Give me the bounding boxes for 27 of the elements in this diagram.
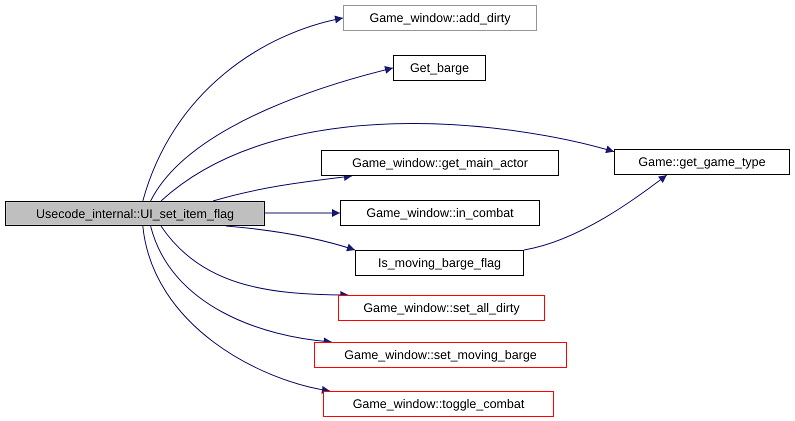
function-name: Is_moving_barge_flag [378, 256, 501, 270]
function-box [321, 150, 559, 176]
function-box [614, 149, 790, 175]
call-arrow [142, 226, 330, 394]
function-name: Game_window::get_main_actor [352, 156, 528, 170]
call-arrow [150, 66, 394, 202]
call-arrow [142, 16, 344, 202]
call-arrow [264, 209, 340, 217]
function-box [323, 391, 554, 417]
function-name: Usecode_internal::UI_set_item_flag [36, 206, 234, 220]
call-arrow [160, 123, 614, 202]
function-box [343, 5, 537, 31]
function-box [355, 250, 524, 276]
function-name: Game::get_game_type [638, 155, 766, 169]
function-name: Game_window::set_all_dirty [363, 301, 520, 315]
call-arrow [524, 174, 668, 250]
function-box [314, 342, 567, 368]
function-name: Game_window::set_moving_barge [344, 348, 537, 362]
function-box [338, 295, 545, 321]
function-name: Game_window::toggle_combat [352, 397, 524, 411]
function-name: Get_barge [410, 61, 470, 75]
function-box [393, 55, 486, 81]
function-box [340, 200, 540, 226]
function-box [5, 201, 265, 226]
function-name: Game_window::add_dirty [369, 11, 511, 25]
call-arrow [226, 226, 356, 252]
function-name: Game_window::in_combat [366, 206, 514, 220]
